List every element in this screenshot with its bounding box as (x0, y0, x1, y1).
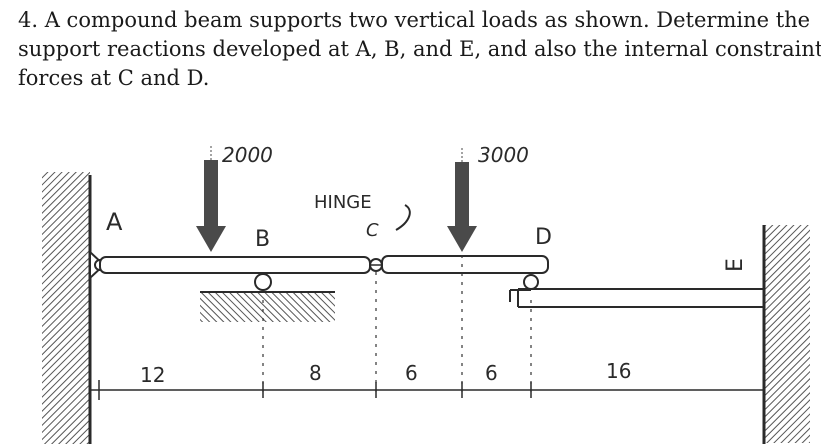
dimension-6-right: 6 (485, 361, 498, 385)
load-label-3000: 3000 (478, 143, 529, 167)
point-label-a: A (106, 208, 123, 236)
problem-line-3: forces at C and D. (18, 66, 210, 90)
dimension-8: 8 (309, 361, 322, 385)
dimension-12: 12 (140, 363, 165, 387)
hinge-c (369, 258, 383, 272)
dimension-16: 16 (606, 359, 631, 383)
problem-line-1: 4. A compound beam supports two vertical… (18, 8, 811, 32)
dimension-6-left: 6 (405, 361, 418, 385)
point-label-d: D (535, 225, 552, 250)
dimension-guides (262, 255, 532, 392)
left-wall (42, 172, 92, 444)
load-label-2000: 2000 (222, 143, 273, 167)
beam-ac (99, 256, 371, 274)
point-label-e: E (723, 258, 748, 272)
beam-cd (381, 255, 549, 274)
load-arrow-2000 (196, 146, 226, 252)
load-arrow-3000 (447, 148, 477, 252)
point-label-c: C (366, 220, 379, 241)
dimension-line (90, 380, 764, 400)
roller-support-b (200, 273, 335, 322)
point-label-b: B (255, 227, 270, 252)
problem-line-2: support reactions developed at A, B, and… (18, 37, 821, 61)
right-wall (762, 225, 810, 444)
hinge-pointer (395, 204, 411, 231)
problem-statement: 4. A compound beam supports two vertical… (18, 6, 821, 93)
cantilever-de (517, 288, 764, 308)
hinge-label: HINGE (314, 192, 372, 213)
